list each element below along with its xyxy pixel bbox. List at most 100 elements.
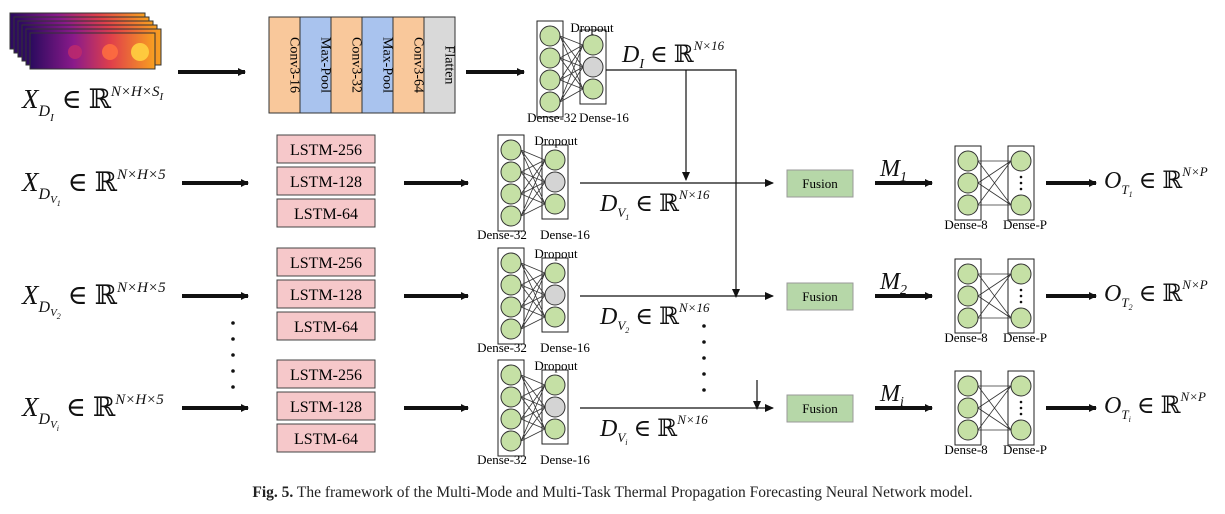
task-head-connection [977,295,1012,319]
vector-dense-connection [520,406,546,442]
task-head-connection [977,273,1012,319]
cnn-block-2 [330,16,363,114]
task-head-layer-b-box [1007,145,1035,221]
task-head-ellipsis-dot [1019,175,1023,179]
vector-dense-dropped-neuron [544,284,566,306]
cnn-block-5 [423,16,456,114]
task-head-ellipsis-dot [1019,300,1023,304]
vector-dense-neuron [544,149,566,171]
vector-dense-connection [520,159,546,173]
lstm-layer-label: LSTM-64 [294,206,358,223]
task-head-connection [977,160,1012,184]
cnn-block-label: Conv3-16 [287,37,302,93]
image-dense-connection [559,66,584,103]
thermal-image-stack [9,12,162,70]
task-head-connection [977,273,1012,297]
task-head-neuron [957,194,979,216]
output-label: OTi∈ ℝN×P [1104,389,1206,424]
vector-dense-connection [520,316,546,330]
vector-input-label: XDV2∈ ℝN×H×5 [21,280,166,321]
vector-dense-connection [520,272,546,330]
caption-text: The framework of the Multi-Mode and Mult… [296,484,973,501]
vector-dense-dropped-neuron [544,396,566,418]
vector-dense-layer-b-box [541,369,569,445]
lstm-layer-label: LSTM-64 [294,431,358,448]
task-head-connection [977,160,1012,206]
task-head-layer-b-box [1007,370,1035,446]
vector-input-label: XDVi∈ ℝN×H×5 [21,392,164,433]
lstm-layer-label: LSTM-128 [290,287,362,304]
vector-dense-neuron [500,139,522,161]
fusion-label: Fusion [802,289,838,304]
vector-dense-neuron [500,252,522,274]
lstm-layer-label: LSTM-128 [290,399,362,416]
head-dense-8-label: Dense-8 [944,330,987,345]
vector-dense-network [497,247,569,345]
mode-label: Mi [879,381,904,410]
task-head-neuron [957,307,979,329]
task-head-connection [977,385,1012,431]
vector-dense-16-label: Dense-16 [540,340,590,355]
image-dense-neuron [539,69,561,91]
image-dense-layer-a-box [536,20,564,118]
fusion-label: Fusion [802,401,838,416]
task-head-ellipsis-dot [1019,187,1023,191]
vector-dense-connection [520,159,546,217]
fusion-box [786,282,854,311]
vector-dense-neuron [500,183,522,205]
vector-dense-layer-a-box [497,247,525,345]
task-head-network [954,370,1035,446]
vector-dense-neuron [500,296,522,318]
vector-dense-connection [520,262,546,274]
ellipsis-dots-left [231,321,235,389]
head-dense-p-label: Dense-P [1003,442,1047,457]
lstm-layer-box [276,311,376,341]
head-dense-8-label: Dense-8 [944,217,987,232]
vector-dense-layer-a-box [497,359,525,457]
fusion-box [786,394,854,423]
vector-dropout-label: Dropout [534,246,578,261]
mode-label: M2 [879,269,907,298]
image-dense-32-label: Dense-32 [527,110,577,125]
image-dense-neuron [539,91,561,113]
ellipsis-dots-right [702,324,706,392]
image-dense-connection [559,44,584,81]
vector-dense-neuron [500,161,522,183]
vector-dense-layer-b-box [541,144,569,220]
task-head-ellipsis-dot [1019,288,1023,292]
task-head-neuron [957,150,979,172]
task-head-neuron [957,419,979,441]
image-dense-layer-b-box [579,29,607,105]
task-head-layer-a-box [954,258,982,334]
output-label: OT1∈ ℝN×P [1104,164,1208,199]
vector-dense-neuron [500,318,522,340]
figure-caption: Fig. 5. The framework of the Multi-Mode … [0,484,1225,502]
task-head-ellipsis-dot [1019,406,1023,410]
vector-dense-neuron [500,430,522,452]
cnn-block-label: Conv3-64 [411,37,426,93]
vector-dense-connection [520,272,546,286]
lstm-layer-box [276,198,376,228]
lstm-layer-box [276,279,376,309]
lstm-layer-label: LSTM-256 [290,142,362,159]
task-head-neuron [957,375,979,397]
lstm-layer-box [276,247,376,277]
task-head-ellipsis-dot [1019,400,1023,404]
task-head-neuron [1010,307,1032,329]
task-head-neuron [957,263,979,285]
vector-branch-1: XDV1∈ ℝN×H×5LSTM-256LSTM-128LSTM-64Dropo… [21,133,1208,242]
image-feature-connectors [606,69,761,410]
vector-dense-neuron [500,364,522,386]
vector-input-label: XDV1∈ ℝN×H×5 [21,167,166,208]
cnn-block-label: Flatten [442,46,457,85]
lstm-layer-label: LSTM-64 [294,319,358,336]
head-dense-p-label: Dense-P [1003,217,1047,232]
image-feature-label: DI∈ ℝN×16 [621,38,725,72]
vector-dense-connection [520,294,546,330]
cnn-block-4 [392,16,425,114]
task-head-neuron [957,397,979,419]
vector-dense-neuron [500,205,522,227]
vector-dense-neuron [500,386,522,408]
image-dropout-label: Dropout [570,20,614,35]
